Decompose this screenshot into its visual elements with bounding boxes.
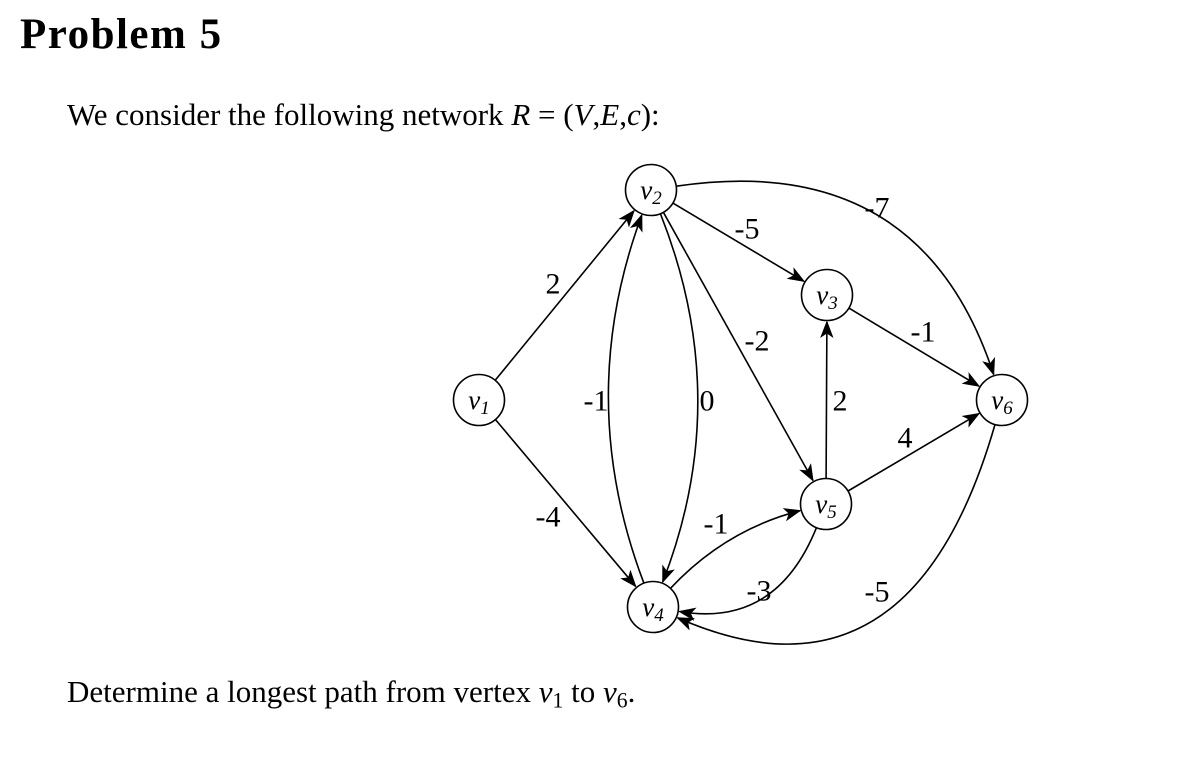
edge-weight-v2-v4: 0 <box>700 385 715 418</box>
edge-v5-v4 <box>678 527 818 621</box>
node-label-v5: v5 <box>815 489 836 523</box>
math-var-v-to: v <box>602 674 617 709</box>
edge-weight-v4-v5: -1 <box>704 508 729 541</box>
edge-v2-v3 <box>672 202 806 283</box>
edge-layer: 2 -4 -1 0 -5 -2 -7 -1 2 -1 -3 4 -5 <box>494 180 996 645</box>
question-middle: to <box>563 674 603 709</box>
math-sub-to: 6 <box>616 688 628 713</box>
edge-weight-v1-v4: -4 <box>536 501 561 534</box>
problem-title: Problem 5 <box>20 11 223 58</box>
intro-text: We consider the following network R = (V… <box>67 99 660 130</box>
node-v3: v3 <box>800 268 854 322</box>
node-v2: v2 <box>624 163 678 217</box>
node-label-v4: v4 <box>642 592 664 626</box>
edge-v2-v4 <box>659 213 699 584</box>
edge-v4-v2 <box>607 213 645 584</box>
edge-v4-v5 <box>669 508 802 589</box>
math-var-V: V <box>573 97 593 132</box>
math-var-v-from: v <box>538 674 553 709</box>
edge-v3-v6 <box>848 307 981 387</box>
node-circle-v2 <box>624 163 678 217</box>
question-text: Determine a longest path from vertex v1 … <box>67 674 636 711</box>
edge-weight-v1-v2: 2 <box>546 268 561 301</box>
intro-comma-1: , <box>592 97 601 132</box>
edge-v1-v4 <box>494 418 637 588</box>
edge-weight-v4-v2: -1 <box>584 385 609 418</box>
node-v5: v5 <box>799 477 853 531</box>
question-prefix: Determine a longest path from vertex <box>67 674 539 709</box>
node-v6: v6 <box>975 373 1029 427</box>
edge-weight-v2-v3: -5 <box>735 213 760 246</box>
node-layer: v1 v2 v3 v4 v5 v6 <box>452 163 1029 634</box>
edge-v1-v2 <box>494 209 635 381</box>
node-circle-v4 <box>626 580 680 634</box>
node-circle-v1 <box>452 373 506 427</box>
question-suffix: . <box>627 674 636 709</box>
node-v4: v4 <box>626 580 680 634</box>
node-v1: v1 <box>452 373 506 427</box>
node-circle-v6 <box>975 373 1029 427</box>
edge-v6-v4 <box>676 424 996 645</box>
edge-v5-v3 <box>820 320 834 479</box>
math-var-E: E <box>600 97 620 132</box>
node-label-v1: v1 <box>468 385 489 419</box>
node-label-v2: v2 <box>640 175 662 209</box>
intro-prefix: We consider the following network <box>67 97 512 132</box>
edge-weight-v5-v6: 4 <box>898 422 913 455</box>
node-circle-v5 <box>799 477 853 531</box>
edge-v2-v5 <box>662 211 814 482</box>
edge-weight-v2-v6: -7 <box>865 192 890 225</box>
edge-weight-v5-v4: -3 <box>747 575 772 608</box>
node-label-v3: v3 <box>816 280 837 314</box>
edge-weight-v2-v5: -2 <box>745 325 770 358</box>
edge-weight-v5-v3: 2 <box>833 385 848 418</box>
node-circle-v3 <box>800 268 854 322</box>
edge-v2-v6 <box>676 180 995 376</box>
math-var-c: c <box>626 97 641 132</box>
intro-comma-2: , <box>619 97 627 132</box>
intro-equals: = ( <box>530 97 574 132</box>
edge-v5-v6 <box>847 412 981 492</box>
edge-weight-v3-v6: -1 <box>911 316 936 349</box>
intro-suffix: ): <box>640 97 660 132</box>
math-var-R: R <box>511 97 531 132</box>
node-label-v6: v6 <box>991 385 1013 419</box>
edge-weight-v6-v4: -5 <box>865 576 890 609</box>
math-sub-from: 1 <box>552 688 564 713</box>
